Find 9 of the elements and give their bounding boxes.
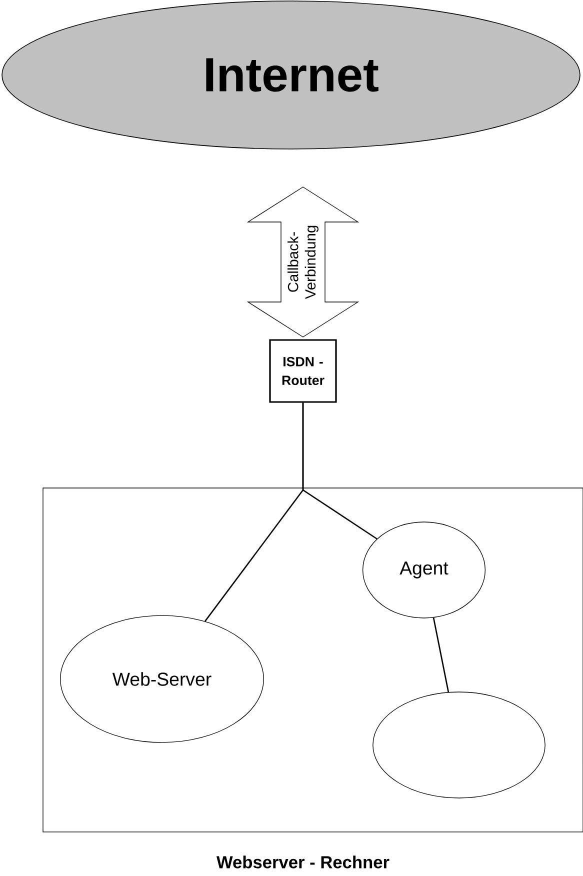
edge-label: Callback- Verbindung	[288, 226, 318, 300]
ellipse-node: Agent	[362, 522, 486, 618]
ellipse-node: Web-Server	[60, 615, 264, 743]
empty-ellipse	[372, 692, 546, 798]
connector-line	[302, 402, 378, 540]
router-box: ISDN - Router	[269, 339, 337, 403]
double-arrow	[246, 186, 360, 338]
connector-line	[432, 618, 450, 692]
node-label: Webserver - Rechner	[216, 856, 390, 868]
